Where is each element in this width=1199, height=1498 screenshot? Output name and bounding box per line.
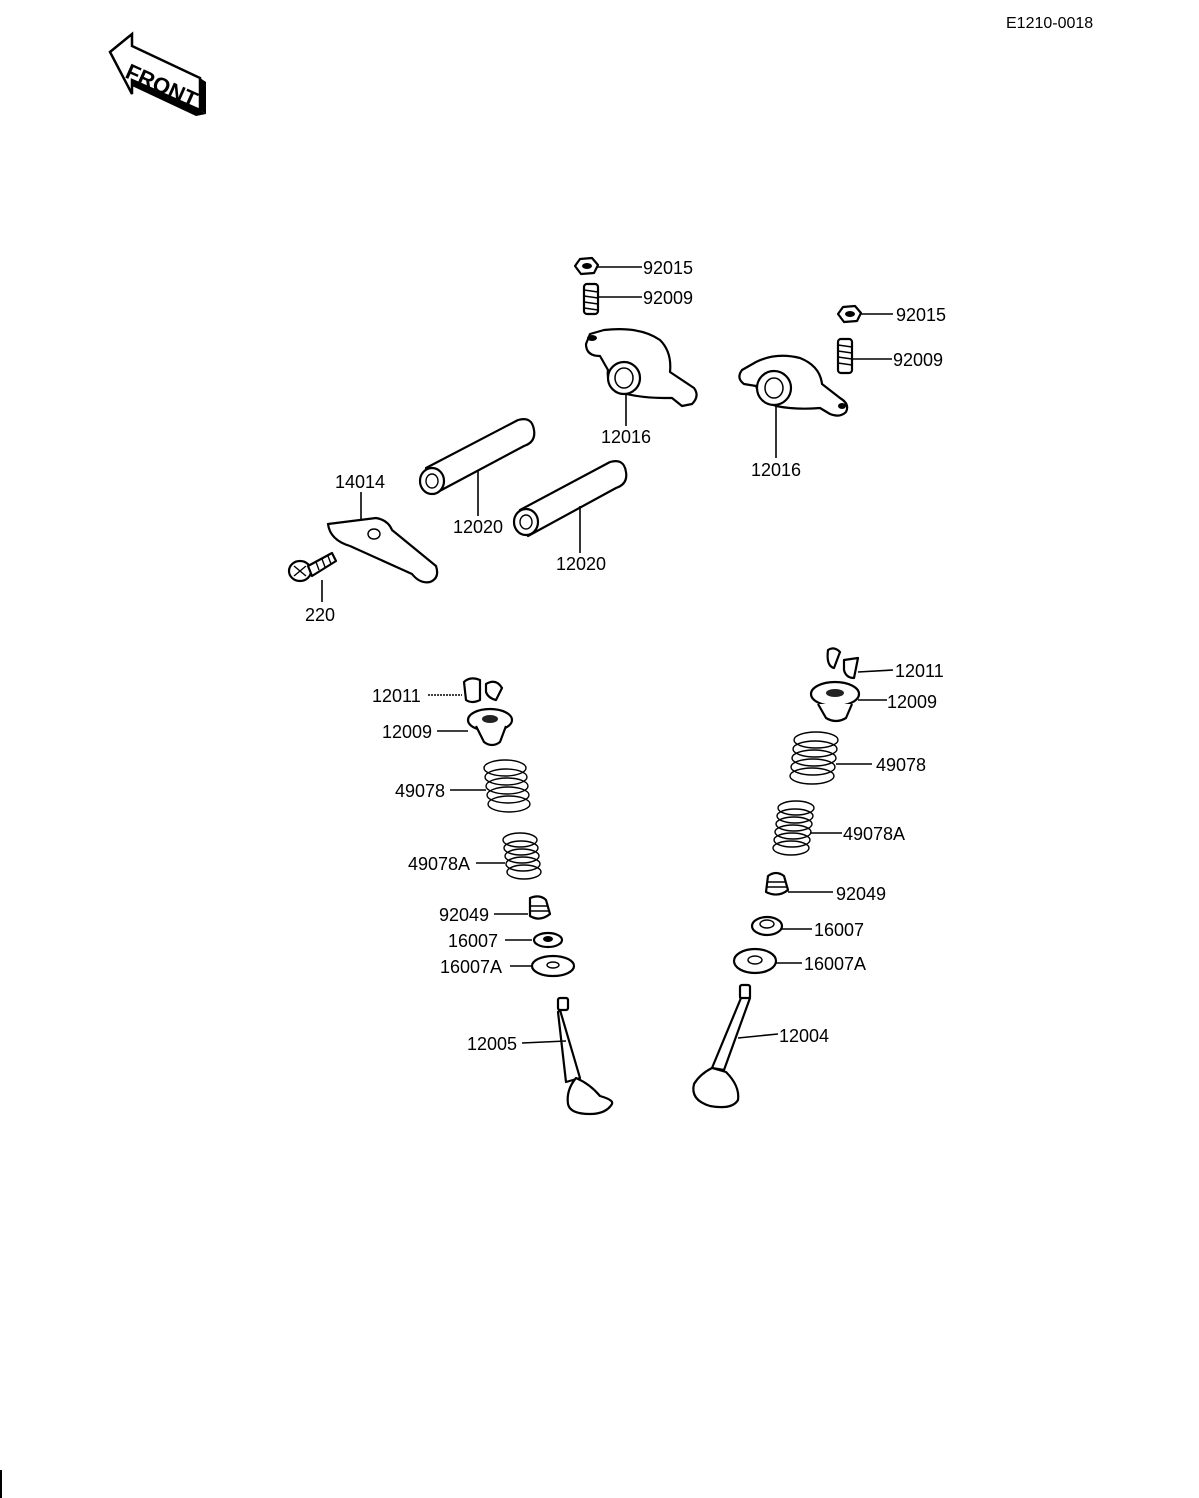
label-12011-left: 12011	[372, 686, 421, 706]
retainer-left-part	[466, 707, 514, 747]
spring-seat-a-left-part	[530, 954, 576, 978]
label-12016-b: 12016	[751, 460, 801, 480]
label-16007a-right: 16007A	[804, 954, 866, 974]
label-92049-right: 92049	[836, 884, 886, 904]
label-49078a-right: 49078A	[843, 824, 905, 844]
label-12009-right: 12009	[887, 692, 937, 712]
label-12016-a: 12016	[601, 427, 651, 447]
rocker-shaft-b-part	[512, 460, 628, 538]
label-49078-right: 49078	[876, 755, 926, 775]
drawing-code: E1210-0018	[1006, 15, 1093, 32]
stem-seal-right-part	[764, 871, 790, 896]
label-92015-a: 92015	[643, 258, 693, 278]
label-14014: 14014	[335, 472, 385, 492]
plate-part	[326, 516, 439, 584]
cotter-right-part	[826, 647, 860, 680]
rocker-arm-b-part	[738, 354, 849, 417]
label-220: 220	[305, 605, 335, 625]
valve-right-part	[692, 983, 752, 1109]
label-16007-right: 16007	[814, 920, 864, 940]
rocker-shaft-a-part	[418, 418, 536, 496]
stud-a-part	[582, 282, 600, 316]
label-16007a-left: 16007A	[440, 957, 502, 977]
label-12004: 12004	[779, 1026, 829, 1046]
spring-seat-right-part	[750, 915, 784, 937]
nut-a-part	[573, 256, 600, 276]
label-16007-left: 16007	[448, 931, 498, 951]
scan-edge-mark	[0, 1470, 2, 1498]
spring-seat-a-right-part	[732, 947, 778, 975]
front-arrow-icon: FRONT	[108, 31, 206, 116]
retainer-right-part	[809, 680, 861, 723]
stud-b-part	[836, 337, 854, 375]
label-92015-b: 92015	[896, 305, 946, 325]
cotter-left-part	[462, 677, 504, 704]
inner-spring-right-part	[772, 800, 815, 856]
label-12009-left: 12009	[382, 722, 432, 742]
label-12020-a: 12020	[453, 517, 503, 537]
label-49078a-left: 49078A	[408, 854, 470, 874]
label-12011-right: 12011	[895, 661, 944, 681]
rocker-arm-a-part	[584, 328, 698, 408]
label-92009-b: 92009	[893, 350, 943, 370]
label-92049-left: 92049	[439, 905, 489, 925]
label-49078-left: 49078	[395, 781, 445, 801]
stem-seal-left-part	[528, 895, 552, 920]
outer-spring-left-part	[483, 759, 531, 813]
valve-left-part	[556, 996, 614, 1116]
label-92009-a: 92009	[643, 288, 693, 308]
label-12020-b: 12020	[556, 554, 606, 574]
spring-seat-left-part	[532, 931, 564, 949]
outer-spring-right-part	[789, 731, 839, 785]
label-12005: 12005	[467, 1034, 517, 1054]
nut-b-part	[836, 304, 863, 324]
screw-part	[287, 551, 338, 583]
inner-spring-left-part	[502, 832, 542, 880]
